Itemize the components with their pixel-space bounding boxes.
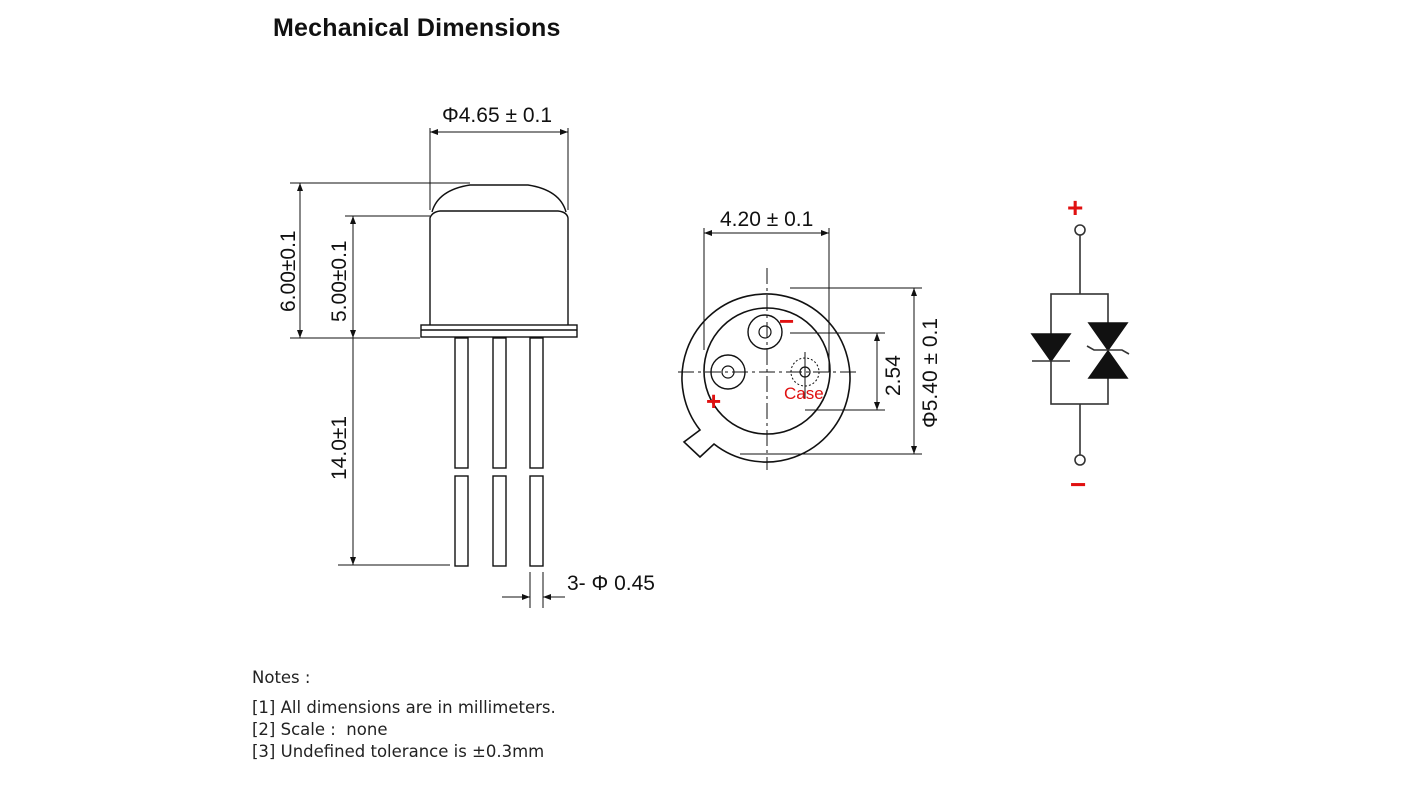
case-label: Case	[784, 384, 824, 403]
terminal-plus	[1074, 224, 1086, 236]
lead-3-lower	[529, 475, 544, 567]
lead-2-lower	[492, 475, 507, 567]
notes-section: Notes : [1] All dimensions are in millim…	[252, 667, 556, 763]
note-item: [2] Scale : none	[252, 720, 388, 739]
notes-heading: Notes :	[252, 668, 311, 687]
schematic-symbol	[1030, 224, 1130, 466]
page-title: Mechanical Dimensions	[273, 14, 561, 42]
outer-diameter-dim: Φ5.40 ± 0.1	[919, 318, 942, 428]
bottom-view	[678, 228, 922, 470]
schematic-minus-label: −	[1070, 469, 1086, 500]
terminal-minus	[1074, 454, 1086, 466]
note-item: [3] Undefined tolerance is ±0.3mm	[252, 742, 545, 761]
lead-diameter-dim: 3- Φ 0.45	[567, 572, 655, 595]
lead-1-lower	[454, 475, 469, 567]
bottom-plus-mark: +	[706, 386, 721, 416]
lead-3-upper	[529, 337, 544, 469]
lens-dome	[431, 184, 567, 213]
width-dim: 4.20 ± 0.1	[720, 208, 813, 231]
base-flange	[420, 324, 578, 338]
note-item: [1] All dimensions are in millimeters.	[252, 698, 556, 717]
cap-diameter-dim: Φ4.65 ± 0.1	[442, 104, 552, 127]
bottom-minus-mark: −	[779, 306, 794, 336]
cap-height-dim: 5.00±0.1	[328, 240, 351, 322]
side-view	[290, 128, 578, 608]
pin-pitch-dim: 2.54	[882, 355, 905, 396]
pin-pad-minus	[747, 314, 783, 350]
schematic-plus-label: +	[1067, 192, 1083, 223]
outer-flange-with-tab	[681, 293, 851, 463]
tvs-diode-icon	[1087, 322, 1129, 379]
total-height-dim: 6.00±0.1	[277, 230, 300, 312]
lead-2-upper	[492, 337, 507, 469]
photodiode-icon	[1030, 333, 1072, 363]
cap-body	[429, 210, 569, 325]
lead-length-dim: 14.0±1	[328, 416, 351, 480]
lead-1-upper	[454, 337, 469, 469]
